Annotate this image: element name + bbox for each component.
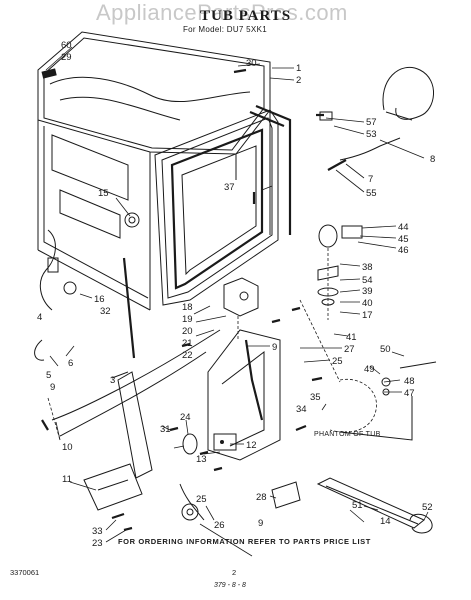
callout-2: 2 [296,75,301,86]
callout-38: 38 [362,262,373,273]
callout-30: 30 [246,58,257,69]
watermark: AppliancePartsPros.com [96,0,348,25]
phantom-label: PHANTOM OF TUB [314,431,381,438]
callout-55: 55 [366,188,377,199]
callout-19: 19 [182,314,193,325]
callout-4: 4 [37,312,42,323]
callout-48: 48 [404,376,415,387]
callout-3: 3 [110,375,115,386]
callout-47: 47 [404,388,415,399]
callout-60: 60 [61,40,72,51]
callout-40: 40 [362,298,373,309]
callout-8: 8 [430,154,435,165]
callout-numbers: 60 29 30 1 2 57 53 8 15 37 7 55 44 45 46… [37,40,435,549]
callout-29: 29 [61,52,72,63]
callout-18: 18 [182,302,193,313]
page-number: 2 [232,568,237,577]
callout-35: 35 [310,392,321,403]
callout-45: 45 [398,234,409,245]
callout-57: 57 [366,117,377,128]
model-line: For Model: DU7 5XK1 [183,25,267,34]
door-gasket-frames [154,104,292,306]
date-code: 379 - 8 - 8 [214,582,246,589]
callout-20: 20 [182,326,193,337]
callout-26: 26 [214,520,225,531]
callout-10: 10 [62,442,73,453]
callout-39: 39 [362,286,373,297]
callout-9: 9 [272,342,277,353]
callout-7: 7 [368,174,373,185]
callout-52: 52 [422,502,433,513]
callout-44: 44 [398,222,409,233]
callout-25: 25 [332,356,343,367]
callout-33: 33 [92,526,103,537]
callout-54: 54 [362,275,373,286]
callout-49: 49 [364,364,375,375]
callout-6: 6 [68,358,73,369]
callout-34: 34 [296,404,307,415]
callout-27: 27 [344,344,355,355]
callout-25b: 25 [196,494,207,505]
callout-1: 1 [296,63,301,74]
callout-12: 12 [246,440,257,451]
callout-50: 50 [380,344,391,355]
callout-24: 24 [180,412,191,423]
callout-15: 15 [98,188,109,199]
callout-9c: 9 [258,518,263,529]
callout-13: 13 [196,454,207,465]
hinge-assembly [207,329,301,509]
callout-22: 22 [182,350,193,361]
center-bracket [223,277,259,340]
callout-31: 31 [160,424,171,435]
ordering-note: FOR ORDERING INFORMATION REFER TO PARTS … [118,537,371,546]
spring-cable-assembly [83,371,205,521]
leader-lines [45,46,429,557]
callout-53: 53 [366,129,377,140]
callout-11: 11 [62,474,72,485]
diagram-title: TUB PARTS [200,8,292,24]
callout-46: 46 [398,245,409,256]
callout-41: 41 [346,332,357,343]
callout-28: 28 [256,492,267,503]
screws [41,68,324,532]
callout-9b: 9 [50,382,55,393]
callout-17: 17 [362,310,373,321]
float-assembly [317,224,363,320]
bottom-rail [316,361,437,534]
callout-5: 5 [46,370,51,381]
fill-hose [319,66,434,171]
document-code: 3370061 [10,568,40,577]
callout-16: 16 [94,294,105,305]
callout-37: 37 [224,182,235,193]
drain-hose [34,68,136,361]
callout-32: 32 [100,306,111,317]
callout-21: 21 [182,338,193,349]
callout-23: 23 [92,538,103,549]
tub-outline [37,31,271,311]
callout-51: 51 [352,500,363,511]
phantom-tub [299,299,377,433]
callout-14: 14 [380,516,391,527]
